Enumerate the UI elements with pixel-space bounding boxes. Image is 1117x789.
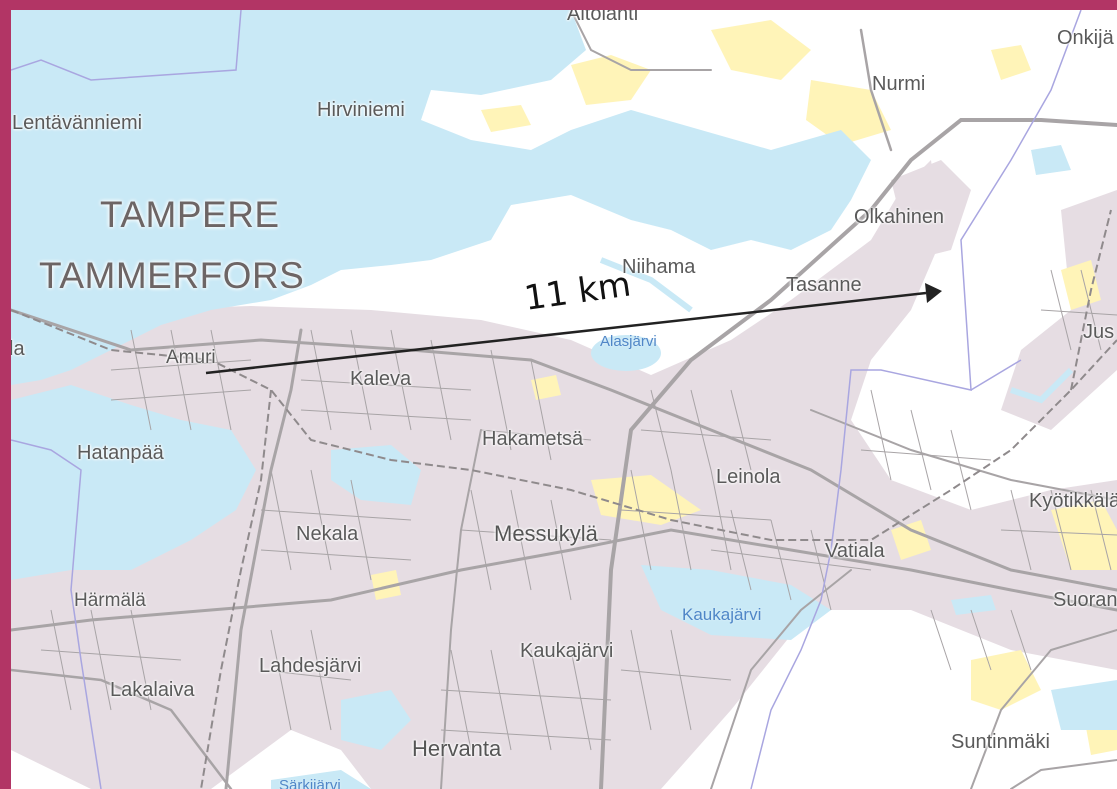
- place-label-suntinmaki: Suntinmäki: [951, 731, 1050, 753]
- lake-label-alasjarvi: Alasjärvi: [600, 333, 657, 350]
- map-graphic: [11, 10, 1117, 789]
- place-label-lahdesjarvi: Lahdesjärvi: [259, 655, 362, 677]
- distance-arrow: [205, 283, 942, 375]
- streams: [599, 257, 1074, 404]
- city-label-tampere: TAMPERE: [100, 194, 280, 235]
- place-label-lakalaiva: Lakalaiva: [110, 679, 195, 701]
- lake-label-sarkijarvi: Särkijärvi: [279, 777, 341, 789]
- field-areas: [371, 20, 1117, 755]
- place-label-messukyla: Messukylä: [494, 521, 598, 546]
- place-label-la: la: [11, 338, 25, 360]
- place-label-kaukajarvi: Kaukajärvi: [520, 640, 614, 662]
- place-label-onkija: Onkijä: [1057, 27, 1114, 49]
- place-label-leinola: Leinola: [716, 466, 781, 488]
- place-label-hatanpaa: Hatanpää: [77, 442, 164, 464]
- place-label-vatiala: Vatiala: [825, 540, 885, 562]
- place-label-hakametsa: Hakametsä: [482, 428, 584, 450]
- place-label-suoran: Suoran: [1053, 589, 1117, 611]
- place-label-niihama: Niihama: [622, 256, 696, 278]
- place-label-harmala: Härmälä: [74, 590, 146, 611]
- place-label-kyotikkala: Kyötikkälä: [1029, 490, 1117, 512]
- lake-label-kaukajarvi: Kaukajärvi: [682, 605, 762, 624]
- place-label-nekala: Nekala: [296, 523, 359, 545]
- road-network: [11, 10, 1117, 789]
- map-canvas[interactable]: Aitolahti Onkijä Nurmi Hirviniemi Lentäv…: [11, 10, 1117, 789]
- water-areas: [11, 10, 1117, 789]
- place-label-kaleva: Kaleva: [350, 368, 412, 390]
- place-label-jus: Jus: [1083, 321, 1115, 343]
- place-label-tasanne: Tasanne: [786, 274, 862, 296]
- street-grid: [40, 269, 1117, 751]
- place-label-nurmi: Nurmi: [872, 73, 926, 95]
- place-label-aitolahti: Aitolahti: [567, 10, 639, 25]
- place-label-lentavanniemi: Lentävänniemi: [12, 112, 143, 134]
- place-label-hirviniemi: Hirviniemi: [317, 99, 405, 121]
- city-label-tammerfors: TAMMERFORS: [39, 255, 305, 296]
- place-label-olkahinen: Olkahinen: [854, 206, 945, 228]
- municipal-borders: [11, 10, 1082, 789]
- place-label-amuri: Amuri: [166, 347, 216, 368]
- place-label-hervanta: Hervanta: [412, 736, 502, 761]
